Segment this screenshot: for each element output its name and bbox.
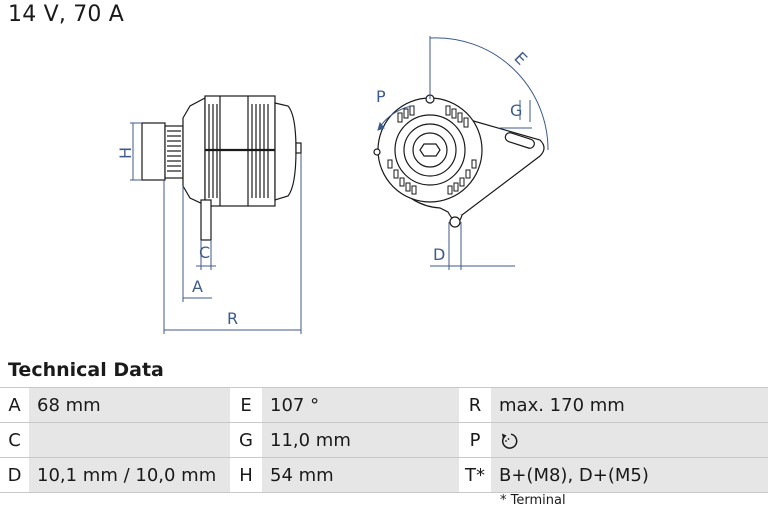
label-g: G <box>510 101 522 120</box>
label-r: R <box>227 309 238 328</box>
rotation-counterclockwise-icon <box>501 432 518 449</box>
label-p: P <box>376 87 386 106</box>
spec-value: B+(M8), D+(M5) <box>491 457 768 493</box>
spec-value-rotation <box>491 422 768 458</box>
spec-value: 68 mm <box>29 387 230 423</box>
spec-value <box>29 422 230 458</box>
table-row: A 68 mm E 107 ° R max. 170 mm <box>0 387 768 423</box>
alternator-drawing: H C A R <box>116 36 549 334</box>
end-view <box>373 94 545 228</box>
footnote: * Terminal <box>500 493 566 508</box>
spec-table: A 68 mm E 107 ° R max. 170 mm C G 11,0 m… <box>0 387 768 493</box>
spec-value: 11,0 mm <box>262 422 459 458</box>
label-d: D <box>433 245 445 264</box>
section-title: Technical Data <box>8 359 164 381</box>
spec-key: D <box>0 457 29 493</box>
label-c: C <box>199 243 210 262</box>
spec-value: 10,1 mm / 10,0 mm <box>29 457 230 493</box>
spec-key: E <box>230 387 262 423</box>
side-view <box>141 95 302 241</box>
label-h: H <box>116 147 135 159</box>
spec-key: R <box>459 387 491 423</box>
spec-key: A <box>0 387 29 423</box>
table-row: D 10,1 mm / 10,0 mm H 54 mm T* B+(M8), D… <box>0 457 768 493</box>
spec-value: max. 170 mm <box>491 387 768 423</box>
end-labels: P E G D <box>376 48 531 264</box>
spec-key: P <box>459 422 491 458</box>
end-dimensions <box>377 36 549 270</box>
label-e: E <box>510 48 531 69</box>
spec-key: G <box>230 422 262 458</box>
table-row: C G 11,0 mm P <box>0 422 768 458</box>
side-labels: H C A R <box>116 147 238 328</box>
spec-key: T* <box>459 457 491 493</box>
label-a: A <box>192 277 203 296</box>
page-title: 14 V, 70 A <box>8 2 125 27</box>
spec-value: 54 mm <box>262 457 459 493</box>
spec-key: H <box>230 457 262 493</box>
spec-key: C <box>0 422 29 458</box>
spec-value: 107 ° <box>262 387 459 423</box>
side-dimensions <box>130 122 302 334</box>
